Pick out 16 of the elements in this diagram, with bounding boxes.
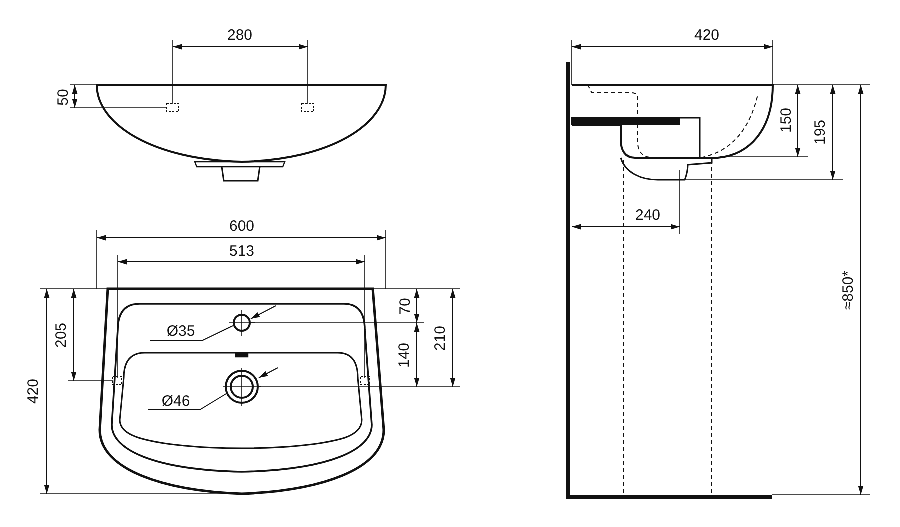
dimension-label: 513 [229,244,255,258]
dimension-label: 240 [635,208,661,222]
dimension-label: 205 [54,322,70,348]
dimension-label: Ø35 [166,324,196,338]
dimension-label: 280 [227,28,253,42]
dimension-label: 420 [26,378,42,404]
dimension-label: 140 [398,342,412,368]
dimension-label: 420 [694,28,720,42]
dimension-label: 50 [56,88,70,106]
dimension-label: ≈850* [842,270,856,310]
dimension-label: 150 [780,107,794,133]
dimension-label: 210 [434,325,448,351]
dimension-label: 600 [229,218,255,234]
dimension-label: 195 [814,119,828,145]
dimension-label: 70 [398,298,412,314]
dimension-label: Ø46 [162,394,190,408]
